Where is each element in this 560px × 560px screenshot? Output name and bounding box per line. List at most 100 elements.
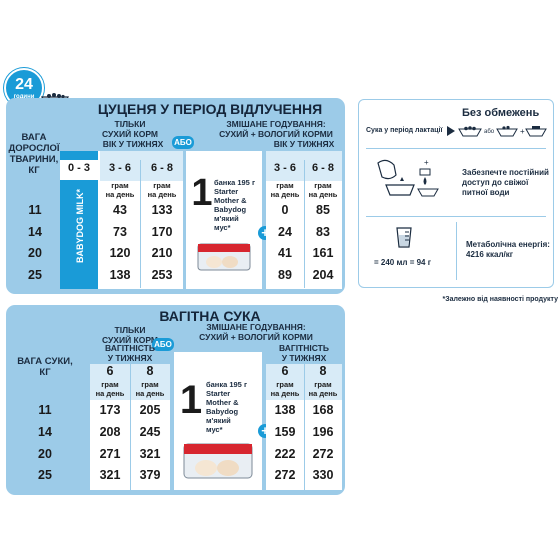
pregnant-weight-label: ВАГА СУКИ, КГ <box>17 356 73 378</box>
puppies-mix-3-6-r4: 89 <box>278 268 292 282</box>
puppies-dry-6-8-r2: 170 <box>151 225 173 239</box>
puppies-dry-3-6-r2: 73 <box>113 225 127 239</box>
puppies-mix-6-8-r1: 85 <box>316 203 330 217</box>
svg-text:+: + <box>520 127 525 136</box>
col-0-3-header: 0 - 3 <box>67 162 90 174</box>
preg-dry-8-r2: 245 <box>139 425 161 439</box>
preg-weight-11: 11 <box>38 403 52 417</box>
puppies-dry-3-6-r4: 138 <box>109 268 131 282</box>
pregnant-mixed-label: ЗМІШАНЕ ГОДУВАННЯ: СУХИЙ + ВОЛОГИЙ КОРМИ <box>199 322 313 342</box>
side-water-text: Забезпечте постійний доступ до свіжої пи… <box>462 168 549 197</box>
puppies-can-count: 1 <box>191 172 213 214</box>
puppies-can-text: банка 195 г Starter Mother & Babydog м'я… <box>214 178 256 232</box>
col-3-6-header: 3 - 6 <box>108 162 131 174</box>
preg-weight-25: 25 <box>38 468 52 482</box>
preg-col-8-header: 8 <box>146 364 154 378</box>
preg-dry-8-r1: 205 <box>139 403 161 417</box>
puppies-age-band <box>100 151 183 181</box>
preg-mix-col-6-header: 6 <box>281 364 289 378</box>
pregnant-dry-label: ТІЛЬКИ СУХИЙ КОРМ <box>101 325 158 345</box>
puppies-dry-6-8-r3: 210 <box>151 246 173 260</box>
preg-weight-20: 20 <box>38 447 52 461</box>
pregnant-weeks-right: ВАГІТНІСТЬ У ТИЖНЯХ <box>279 343 329 363</box>
side-energy-text: Метаболічна енергія: 4216 ккал/кг <box>466 240 550 259</box>
puppies-weight-11: 11 <box>28 203 42 217</box>
puppies-mix-6-8-r4: 204 <box>312 268 334 282</box>
puppies-mix-6-8-r3: 161 <box>312 246 334 260</box>
puppies-or-badge: АБО <box>172 136 194 149</box>
bowl-mixed-icon: + <box>496 124 548 138</box>
preg-mix-6-r3: 222 <box>274 447 296 461</box>
preg-mix-8-r3: 272 <box>312 447 334 461</box>
pregnant-or-badge: АБО <box>152 338 174 351</box>
puppies-age-header-right: ВІК У ТИЖНЯХ <box>273 139 335 149</box>
puppies-mix-3-6-r1: 0 <box>281 203 289 217</box>
puppies-mix-3-6-r2: 24 <box>278 225 292 239</box>
mix-col-3-6-header: 3 - 6 <box>273 162 296 174</box>
pregnant-title: ВАГІТНА СУКА <box>159 308 261 324</box>
puppies-mix-3-6-r3: 41 <box>278 246 292 260</box>
preg-dry-6-r4: 321 <box>99 468 121 482</box>
preg-col-divider <box>130 364 131 490</box>
puppies-weight-25: 25 <box>28 268 42 282</box>
preg-dry-6-r3: 271 <box>99 447 121 461</box>
can-product-image-2 <box>182 440 254 480</box>
puppies-title: ЦУЦЕНЯ У ПЕРІОД ВІДЛУЧЕННЯ <box>97 101 323 117</box>
pregnant-can-text: банка 195 г Starter Mother & Babydog м'я… <box>206 380 248 434</box>
svg-text:+: + <box>424 158 429 167</box>
badge-label: години <box>13 94 35 100</box>
arrow-right-icon <box>446 124 456 136</box>
preg-mix-col-8-header: 8 <box>319 364 327 378</box>
puppies-weight-20: 20 <box>28 246 42 260</box>
puppies-dry-3-6-r1: 43 <box>113 203 127 217</box>
preg-mix-8-r4: 330 <box>312 468 334 482</box>
preg-col-6-header: 6 <box>106 364 114 378</box>
preg-mix-6-r4: 272 <box>274 468 296 482</box>
puppies-weight-14: 14 <box>28 225 42 239</box>
puppies-mix-6-8-r2: 83 <box>316 225 330 239</box>
col-divider <box>140 160 141 288</box>
water-bowl-icon: + <box>372 155 442 199</box>
puppies-mixed-label: ЗМІШАНЕ ГОДУВАННЯ: СУХИЙ + ВОЛОГИЙ КОРМИ <box>219 119 333 139</box>
side-or-small: або <box>484 129 495 135</box>
preg-mix-8-r2: 196 <box>312 425 334 439</box>
can-product-image <box>196 240 252 272</box>
preg-dry-6-r1: 173 <box>99 403 121 417</box>
preg-mix-col-divider <box>304 364 305 490</box>
puppies-weight-label: ВАГА ДОРОСЛОЇ ТВАРИНИ, КГ <box>8 132 60 176</box>
pregnant-weeks-left: ВАГІТНІСТЬ У ТИЖНЯХ <box>105 343 155 363</box>
side-cup-text: = 240 мл = 94 г <box>374 258 432 267</box>
mix-col-divider <box>304 160 305 288</box>
footnote: *Залежно від наявності продукту <box>442 296 558 303</box>
puppies-dry-3-6-r3: 120 <box>109 246 131 260</box>
preg-dry-6-r2: 208 <box>99 425 121 439</box>
puppies-dry-6-8-r4: 253 <box>151 268 173 282</box>
side-divider-1 <box>366 148 546 149</box>
pregnant-can-count: 1 <box>179 378 203 422</box>
preg-dry-8-r4: 379 <box>139 468 161 482</box>
puppies-age-header-left: ВІК У ТИЖНЯХ <box>102 139 164 149</box>
side-unlimited-title: Без обмежень <box>462 107 540 119</box>
side-divider-2 <box>366 216 546 217</box>
preg-mix-8-r1: 168 <box>312 403 334 417</box>
babydog-label: BABYDOG MILK* <box>75 189 85 263</box>
puppies-dry-label: ТІЛЬКИ СУХИЙ КОРМ <box>101 119 158 139</box>
puppies-dry-6-8-r1: 133 <box>151 203 173 217</box>
measuring-cup-icon <box>394 226 414 248</box>
mix-col-6-8-header: 6 - 8 <box>311 162 334 174</box>
side-vertical-divider <box>456 222 457 280</box>
bowl-dry-icon <box>458 124 482 137</box>
preg-weight-14: 14 <box>38 425 52 439</box>
preg-mix-6-r1: 138 <box>274 403 296 417</box>
babydog-header-cell <box>60 160 98 180</box>
col-6-8-header: 6 - 8 <box>150 162 173 174</box>
side-lactation-label: Сука у період лактації <box>366 127 443 134</box>
